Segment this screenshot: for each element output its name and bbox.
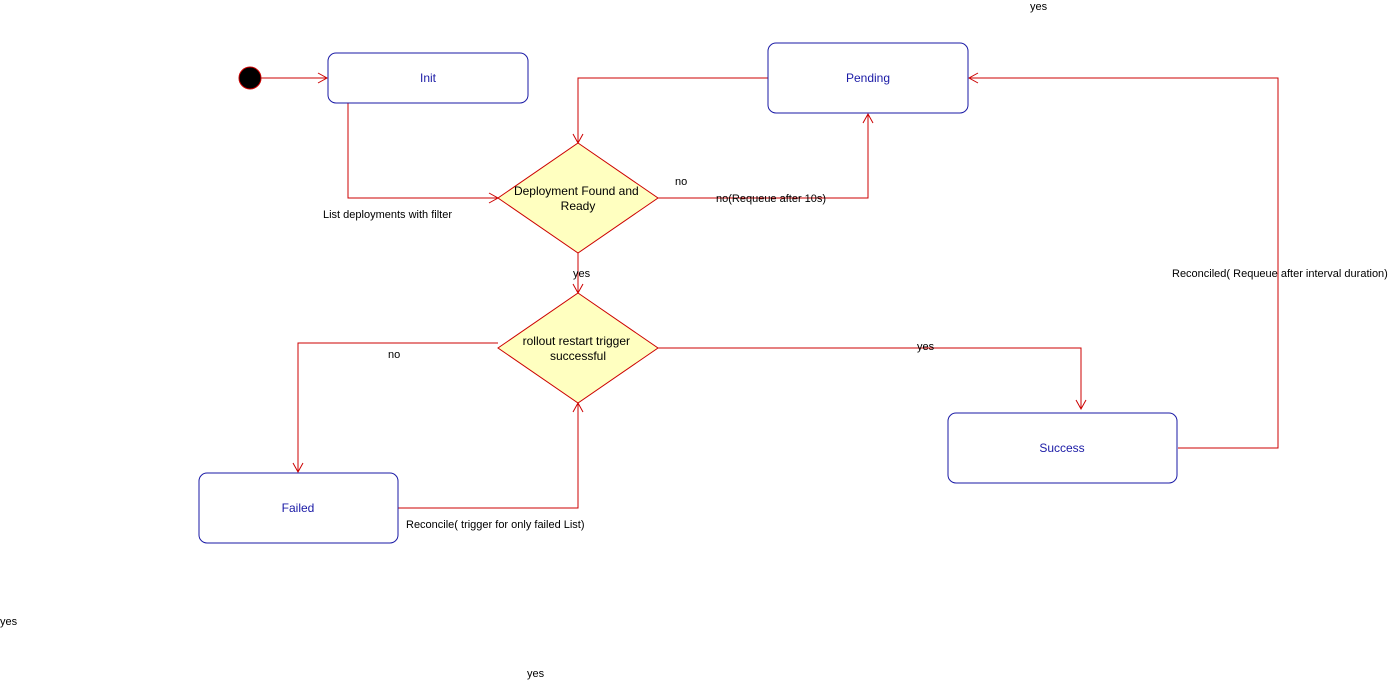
- edge-restart-yes-to-success: [658, 347, 1087, 411]
- decision-rollout-restart-line-2: successful: [550, 349, 606, 363]
- edge-label-restart-yes: yes: [917, 341, 935, 353]
- edge-label-deploy-no-requeue: no(Requeue after 10s): [716, 193, 826, 205]
- stray-label-bottom-yes: yes: [527, 668, 545, 680]
- state-init-label: Init: [420, 71, 437, 85]
- state-pending: Pending: [767, 42, 969, 114]
- decision-rollout-restart-shape: [497, 292, 659, 404]
- edge-label-reconciled-requeue: Reconciled( Requeue after interval durat…: [1172, 268, 1388, 280]
- edge-label-deploy-yes: yes: [573, 268, 591, 280]
- state-init-box: [327, 52, 529, 104]
- decision-deployment-ready-line-1: Deployment Found and: [514, 184, 639, 198]
- edge-label-deploy-no: no: [675, 176, 687, 188]
- stray-label-left-yes: yes: [0, 616, 18, 628]
- state-failed-box: [198, 472, 399, 544]
- edge-label-restart-no: no: [388, 349, 400, 361]
- decision-deployment-ready-line-2: Ready: [561, 199, 596, 213]
- edge-restart-no-to-failed: [292, 342, 498, 474]
- edge-failed-reconcile-to-restart: [398, 401, 584, 509]
- decision-rollout-restart-line-1: rollout restart trigger: [523, 334, 630, 348]
- decision-rollout-restart-label: rollout restart trigger successful: [523, 334, 634, 363]
- state-pending-label: Pending: [846, 71, 890, 85]
- edge-pending-to-deployment-check: [572, 77, 768, 145]
- edge-label-list-deployments: List deployments with filter: [323, 209, 452, 221]
- stray-label-top-yes: yes: [1030, 1, 1048, 13]
- decision-deployment-ready: Deployment Found and Ready: [497, 142, 659, 254]
- edge-init-to-deployment-check: [347, 103, 500, 204]
- start-node: [238, 66, 262, 90]
- edges: [261, 72, 1279, 509]
- edge-success-reconciled-to-pending: [967, 72, 1279, 449]
- state-init: Init: [327, 52, 529, 104]
- state-pending-box: [767, 42, 969, 114]
- state-success-label: Success: [1039, 441, 1084, 455]
- state-success: Success: [947, 412, 1178, 484]
- decision-rollout-restart: rollout restart trigger successful: [497, 292, 659, 404]
- edge-deployment-no-to-pending: [658, 112, 874, 199]
- decision-deployment-ready-shape: [497, 142, 659, 254]
- state-success-box: [947, 412, 1178, 484]
- state-failed: Failed: [198, 472, 399, 544]
- decision-deployment-ready-label: Deployment Found and Ready: [514, 184, 642, 213]
- state-failed-label: Failed: [282, 501, 315, 515]
- edge-label-reconcile-failed: Reconcile( trigger for only failed List): [406, 519, 585, 531]
